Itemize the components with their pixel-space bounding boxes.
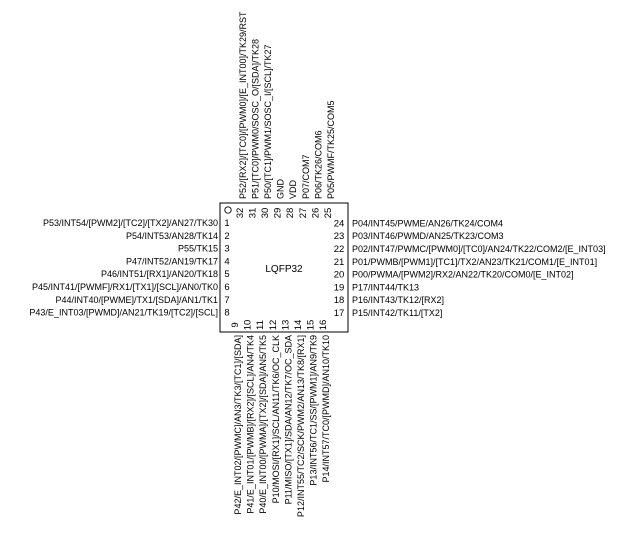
pin-label-2: P54/INT53/AN28/TK14 (126, 231, 218, 241)
pin-label-12: P10/MOSI/[RX1]/SCL/AN11/TK6/OC_CLK (271, 335, 281, 503)
pin-label-24: P04/INT45/PWME/AN26/TK24/COM4 (352, 218, 503, 228)
pin-label-31: P51/[TC0]/PWM0/SOSC_O/[SDA]/TK28 (250, 39, 260, 199)
pin-number-9: 9 (230, 322, 241, 327)
pin-number-31: 31 (247, 208, 258, 219)
pin-number-30: 30 (260, 208, 271, 219)
pin-label-10: P41/E_INT01/[PWMB]/[RX2]/[SCL]/AN4/TK4 (246, 335, 256, 514)
pin-label-16: P14/INT57/TC0/[PWMD]/AN10/TK10 (321, 335, 331, 483)
bottom-pins: 9P42/E_INT02/[PWMC]/AN3/TK3/[TC1]/[SDA]1… (230, 320, 331, 517)
pin-label-6: P45/INT41/[PWMF]/RX1/[TX1]/[SCL]/AN0/TK0 (32, 282, 218, 292)
pin-number-7: 7 (224, 295, 229, 306)
pin-label-32: P52/[RX2]/[TC0]/[PWM0]/[E_INT00]/TK29/RS… (238, 11, 248, 199)
package-name: LQFP32 (265, 264, 303, 275)
pin-label-9: P42/E_INT02/[PWMC]/AN3/TK3/[TC1]/[SDA] (233, 335, 243, 515)
pin-label-30: P50/[TC1]/PWM1/SOSC_I/[SCL]/TK27 (263, 44, 273, 199)
pin-label-19: P17/INT44/TK13 (352, 282, 419, 292)
pin-label-25: P05/PWMF/TK25/COM5 (326, 100, 336, 199)
pin-label-14: P12/INT55/TC2/SCK/PWM2/AN13/TK8/[RX1] (296, 335, 306, 517)
pin-label-26: P06/TK26/COM6 (313, 130, 323, 199)
pin-label-5: P46/INT51/[RX1]/AN20/TK18 (101, 269, 218, 279)
pin-number-2: 2 (224, 231, 229, 242)
pin-number-8: 8 (224, 308, 229, 319)
pin-number-11: 11 (255, 320, 266, 330)
pin-label-28: VDD (288, 179, 298, 199)
pin-number-25: 25 (323, 208, 334, 219)
pin-number-20: 20 (334, 270, 345, 281)
pin-number-4: 4 (224, 256, 229, 267)
pin-label-8: P43/E_INT03/[PWMD]/AN21/TK19/[TC2]/[SCL] (29, 308, 218, 318)
pin-number-16: 16 (318, 320, 329, 331)
pin-number-28: 28 (285, 208, 296, 219)
pin-number-6: 6 (224, 282, 229, 293)
pin1-marker-icon (224, 206, 232, 214)
pin-number-26: 26 (310, 208, 321, 219)
pin-label-18: P16/INT43/TK12/[RX2] (352, 295, 444, 305)
pin-label-17: P15/INT42/TK11/[TX2] (352, 308, 442, 318)
pin-label-23: P03/INT46/PWMD/AN25/TK23/COM3 (352, 231, 504, 241)
pin-label-29: GND (276, 179, 286, 200)
pin-number-32: 32 (235, 208, 246, 219)
pin-number-27: 27 (298, 208, 309, 219)
pin-label-15: P13/INT56/TC1/SS/[PWM1]/AN9/TK9 (309, 335, 319, 486)
pin-label-20: P00/PWMA/[PWM2]/RX2/AN22/TK20/COM0/[E_IN… (352, 270, 574, 280)
pin-number-15: 15 (306, 320, 317, 331)
pin-number-23: 23 (334, 231, 345, 242)
pin-label-4: P47/INT52/AN19/TK17 (126, 256, 218, 266)
pin-number-24: 24 (334, 218, 345, 229)
pin-label-22: P02/INT47/PWMC/[PWM0]/[TC0]/AN24/TK22/CO… (352, 244, 606, 254)
pin-number-5: 5 (224, 269, 229, 280)
pin-number-1: 1 (224, 218, 229, 229)
pin-number-29: 29 (273, 208, 284, 219)
pin-label-13: P11/MISO/[TX1]/SDA/AN12/TK7/OC_SDA (283, 335, 293, 504)
pin-number-10: 10 (243, 320, 254, 331)
pin-label-11: P40/E_INT00/[PWMA]/[TX2]/[SDA]/AN5/TK5 (258, 335, 268, 514)
pin-number-18: 18 (334, 295, 345, 306)
pin-label-7: P44/INT40/[PWME]/TX1/[SDA]/AN1/TK1 (55, 295, 218, 305)
pin-label-1: P53/INT54/[PWM2]/[TC2]/[TX2]/AN27/TK30 (43, 218, 218, 228)
pin-label-21: P01/PWMB/[PWM1]/[TC1]/TX2/AN23/TK21/COM1… (352, 257, 597, 267)
right-pins: 17 P15/INT42/TK11/[TX2] 18 P16/INT43/TK12/[… (334, 218, 606, 319)
top-pins: 25 P05/PWMF/TK25/COM5 26 P06/TK26/COM6 27 P07… (235, 11, 336, 218)
pin-number-13: 13 (280, 320, 291, 331)
pin-label-27: P07/COM7 (301, 154, 311, 199)
pin-number-19: 19 (334, 282, 345, 293)
chip-body (219, 202, 349, 333)
pin-number-3: 3 (224, 244, 229, 255)
pin-number-12: 12 (268, 320, 279, 331)
pin-number-22: 22 (334, 244, 345, 255)
pin-number-17: 17 (334, 308, 345, 319)
pin-label-3: P55/TK15 (178, 244, 218, 254)
pin-number-14: 14 (293, 320, 304, 331)
pin-number-21: 21 (334, 257, 345, 268)
